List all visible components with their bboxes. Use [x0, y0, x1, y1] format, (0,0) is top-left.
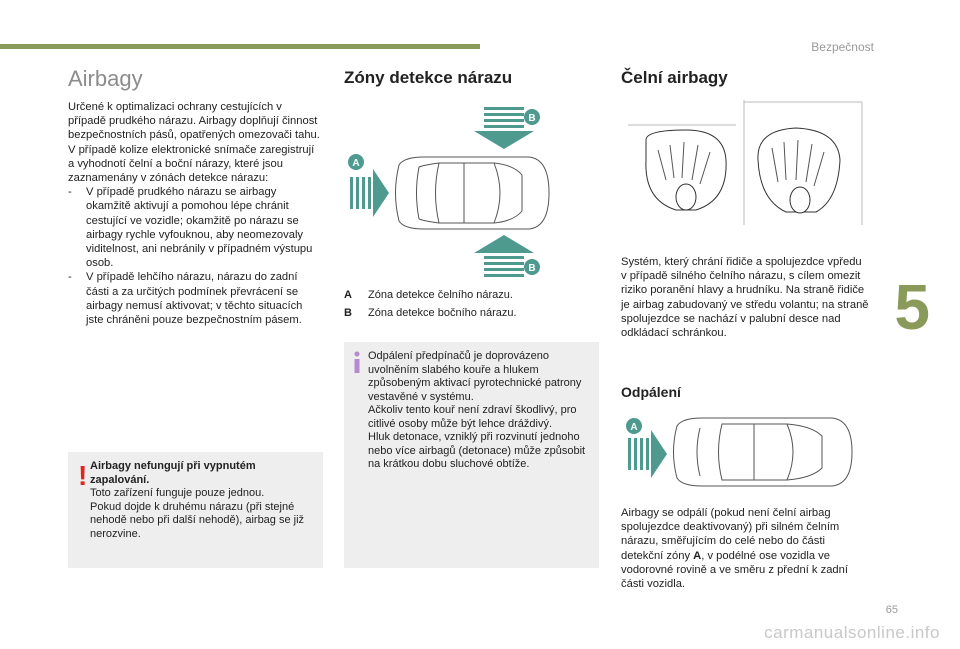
- label-a: A: [630, 422, 637, 433]
- legend-item: A Zóna detekce čelního nárazu.: [344, 289, 513, 301]
- bullet-marker: -: [68, 271, 72, 284]
- legend-key: B: [344, 307, 352, 319]
- label-b-top-badge: B: [524, 109, 540, 125]
- info-box: Odpálení předpínačů je doprovázeno uvoln…: [344, 342, 599, 568]
- front-airbags-illustration: [628, 100, 863, 225]
- warning-box: ! Airbagy nefungují při vypnutém zapalov…: [68, 452, 323, 568]
- deployment-heading: Odpálení: [621, 384, 681, 400]
- front-impact-arrow: [350, 169, 389, 217]
- car-top-view: [395, 156, 550, 230]
- info-icon: [354, 351, 360, 373]
- info-paragraph: Odpálení předpínačů je doprovázeno uvoln…: [368, 350, 582, 403]
- airbag-intro: Určené k optimalizaci ochrany cestujícíc…: [68, 100, 320, 327]
- warning-line: Toto zařízení funguje pouze jednou.: [90, 487, 265, 499]
- page-number: 65: [885, 604, 898, 616]
- deployment-description: Airbagy se odpálí (pokud není čelní airb…: [621, 506, 867, 591]
- legend-key: A: [344, 289, 352, 301]
- front-impact-arrow: [628, 430, 667, 478]
- bullet-marker: -: [68, 186, 72, 199]
- list-item: - V případě lehčího nárazu, nárazu do za…: [68, 270, 320, 327]
- deployment-text-end: , v podélné ose vozidla ve vodorovné rov…: [621, 549, 848, 591]
- label-b-top: B: [528, 113, 535, 124]
- passenger-airbag-drawing: [743, 100, 863, 225]
- label-b-bottom: B: [528, 263, 535, 274]
- list-item: - V případě prudkého nárazu se airbagy o…: [68, 185, 320, 270]
- legend-text: Zóna detekce bočního nárazu.: [368, 307, 517, 319]
- deployment-text: Airbagy se odpálí (pokud není čelní airb…: [621, 507, 840, 562]
- side-impact-arrow-bottom: [474, 235, 534, 277]
- info-text: Odpálení předpínačů je doprovázeno uvoln…: [368, 350, 594, 472]
- intro-paragraph: Určené k optimalizaci ochrany cestujícíc…: [68, 101, 320, 142]
- warning-icon: !: [78, 460, 88, 491]
- warning-line: Pokud dojde k druhému nárazu (při stejné…: [90, 500, 305, 540]
- info-paragraph: Hluk detonace, vzniklý při rozvinutí jed…: [368, 431, 586, 470]
- front-impact-zone-diagram: A: [626, 417, 853, 487]
- watermark: carmanualsonline.info: [764, 623, 940, 642]
- impact-zones-diagram: A B B: [348, 107, 550, 277]
- front-airbags-description: Systém, který chrání řidiče a spolujezdc…: [621, 256, 869, 340]
- legend-item: B Zóna detekce bočního nárazu.: [344, 307, 517, 319]
- section-title: Bezpečnost: [811, 40, 874, 54]
- header-accent-bar: [0, 44, 480, 49]
- page-title: Airbagy: [68, 66, 143, 91]
- zone-key: A: [693, 549, 702, 562]
- driver-airbag-drawing: [628, 124, 736, 211]
- side-impact-arrow-top: [474, 107, 534, 149]
- list-item-text: V případě lehčího nárazu, nárazu do zadn…: [86, 271, 303, 327]
- warning-text: Airbagy nefungují při vypnutém zapalován…: [90, 460, 310, 541]
- intro-paragraph-2: V případě kolize elektronické snímače za…: [68, 143, 315, 185]
- front-airbags-heading: Čelní airbagy: [621, 68, 728, 87]
- info-paragraph: Ačkoliv tento kouř není zdraví škodlivý,…: [368, 404, 577, 430]
- zones-heading: Zóny detekce nárazu: [344, 68, 513, 87]
- label-a: A: [352, 158, 359, 169]
- warning-title: Airbagy nefungují při vypnutém zapalován…: [90, 460, 256, 486]
- label-b-bottom-badge: B: [524, 259, 540, 275]
- label-a-badge: A: [348, 154, 364, 170]
- car-top-view: [673, 417, 853, 487]
- legend-text: Zóna detekce čelního nárazu.: [368, 289, 513, 301]
- list-item-text: V případě prudkého nárazu se airbagy oka…: [86, 186, 313, 270]
- label-a-badge: A: [626, 418, 642, 434]
- chapter-number: 5: [894, 271, 930, 343]
